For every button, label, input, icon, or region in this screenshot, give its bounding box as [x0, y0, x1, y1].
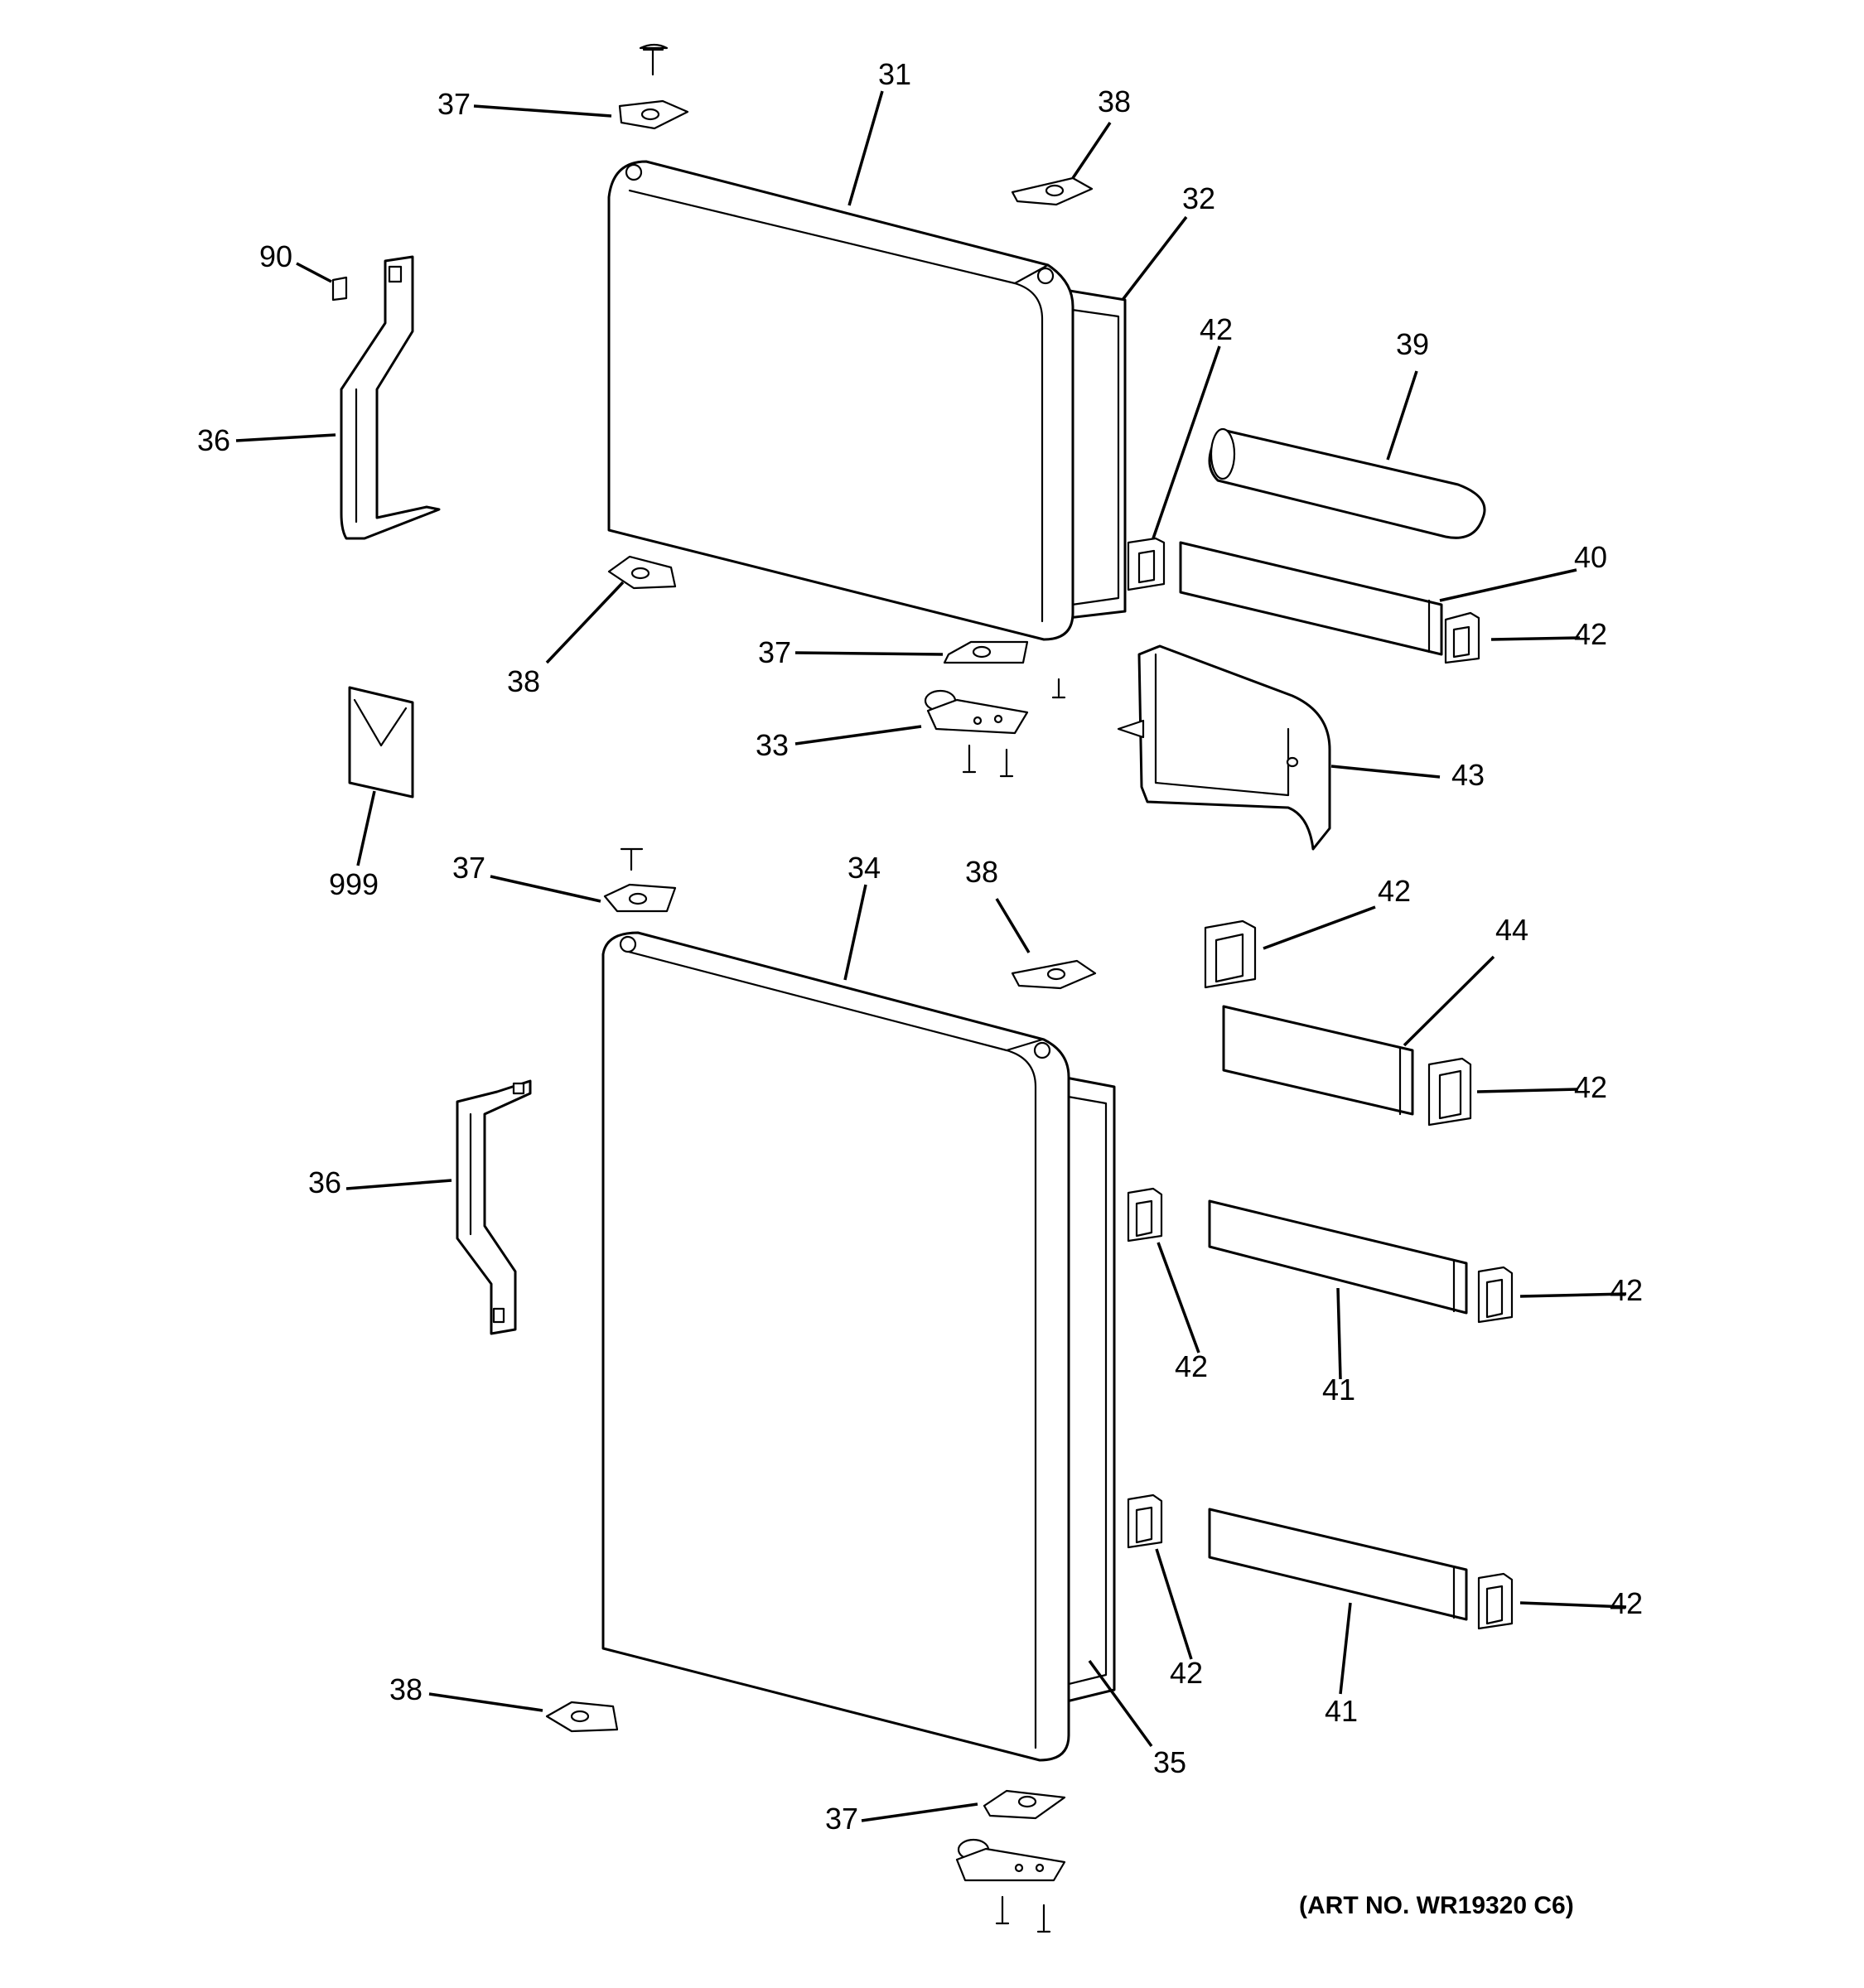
callout-38: 38 [1098, 84, 1131, 118]
callout-39: 39 [1396, 327, 1429, 361]
callout-labels: 37 31 38 32 90 36 42 39 40 42 38 37 33 4… [197, 57, 1643, 1836]
callout-37: 37 [758, 635, 791, 669]
callout-41: 41 [1322, 1373, 1355, 1407]
callout-999: 999 [329, 867, 379, 901]
callout-33: 33 [756, 728, 789, 762]
lower-door-handle-36 [456, 1079, 532, 1335]
callout-37: 37 [437, 87, 471, 121]
callout-42: 42 [1574, 617, 1607, 651]
shelf-end-cap-42 [1127, 537, 1514, 1630]
callout-44: 44 [1495, 913, 1528, 947]
art-number: (ART NO. WR19320 C6) [1299, 1892, 1574, 1919]
hinge-shim-38-upper-bottom [607, 555, 677, 590]
hinge-shim-38-top [1011, 176, 1094, 206]
hinge-shim-37-mid [943, 640, 1029, 664]
callout-32: 32 [1182, 181, 1215, 215]
callout-34: 34 [847, 851, 881, 885]
bottle-rack-39 [1208, 427, 1486, 539]
shelf-bar-41-lower [1208, 1508, 1468, 1621]
callout-40: 40 [1574, 540, 1607, 574]
callout-42: 42 [1200, 312, 1233, 346]
shelf-bar-41-upper [1208, 1199, 1468, 1315]
callout-42: 42 [1175, 1349, 1208, 1383]
callout-37: 37 [452, 851, 485, 885]
callout-90: 90 [259, 239, 292, 273]
callout-36: 36 [308, 1165, 341, 1199]
callout-36: 36 [197, 423, 230, 457]
door-shelf-43 [1117, 644, 1331, 851]
callout-42: 42 [1378, 874, 1411, 908]
literature-packet-999 [348, 686, 414, 799]
callout-41: 41 [1325, 1694, 1358, 1728]
hinge-shim-37-lower-top [603, 847, 677, 913]
callout-42: 42 [1574, 1070, 1607, 1104]
callout-35: 35 [1153, 1745, 1186, 1779]
bottom-hinge [955, 1838, 1066, 1933]
leader-lines [235, 90, 1627, 1822]
shelf-bar-44 [1222, 1005, 1414, 1116]
callout-38: 38 [389, 1672, 423, 1706]
callout-42: 42 [1610, 1586, 1643, 1620]
center-hinge-33 [924, 689, 1029, 735]
upper-door-handle-36 [340, 255, 441, 540]
callout-42: 42 [1170, 1656, 1203, 1690]
callout-43: 43 [1451, 758, 1485, 792]
callout-38: 38 [965, 855, 998, 889]
callout-37: 37 [825, 1802, 858, 1836]
hinge-shim-37-top [618, 43, 689, 130]
hinge-shim-38-lower-top [1011, 959, 1097, 990]
fresh-food-door-34 [601, 931, 1070, 1762]
hinge-shim-38-lower-bottom [545, 1701, 619, 1733]
callout-38: 38 [507, 664, 540, 698]
callout-42: 42 [1610, 1273, 1643, 1307]
hinge-screw-icon [962, 678, 1066, 778]
hinge-shim-37-bottom [983, 1789, 1066, 1820]
plug-90 [331, 276, 348, 302]
callout-31: 31 [878, 57, 911, 91]
shelf-bar-40 [1179, 541, 1443, 656]
freezer-door-31 [607, 160, 1074, 641]
